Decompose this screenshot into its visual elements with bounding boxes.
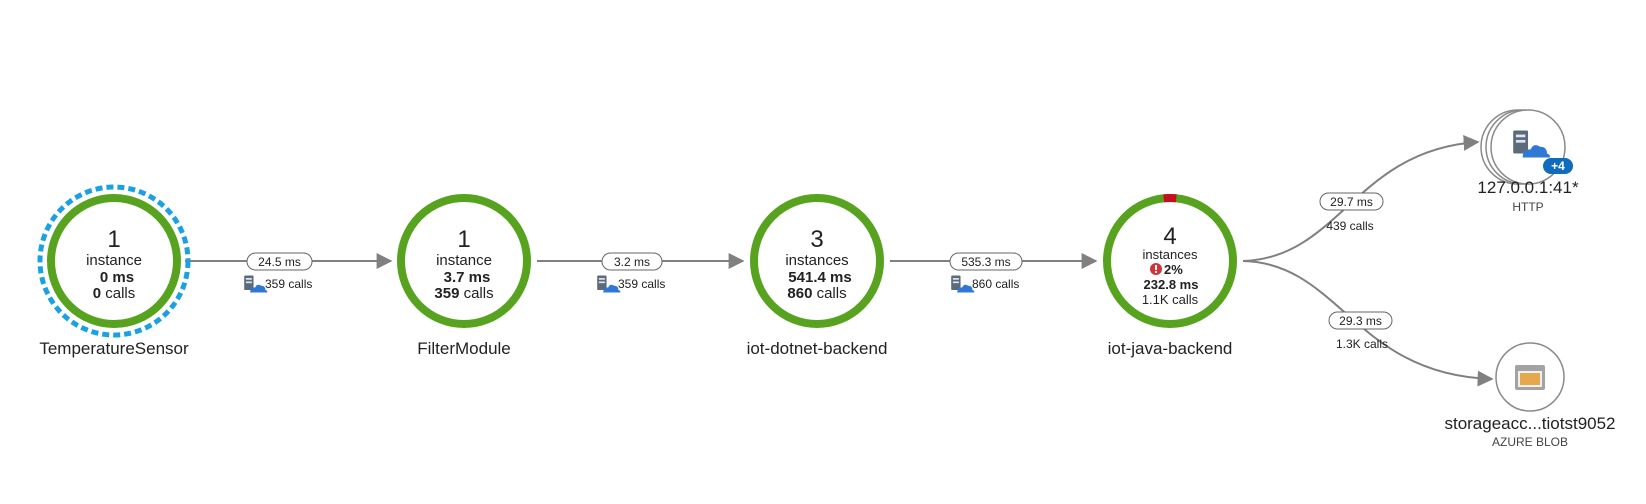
error-icon [1150, 263, 1162, 275]
edge-calls: 439 calls [1326, 219, 1373, 233]
node-name[interactable]: TemperatureSensor [39, 339, 189, 358]
node-temperature-sensor[interactable]: 1 instance 0 ms 0 calls TemperatureSenso… [37, 184, 191, 358]
node-name[interactable]: 127.0.0.1:41* [1477, 178, 1579, 197]
calls-line: 0 calls [93, 285, 136, 302]
edge-filter-to-dotnet[interactable]: 3.2 ms 359 calls [537, 252, 745, 293]
edge-calls: 860 calls [972, 277, 1019, 291]
calls-word: calls [105, 285, 135, 302]
instance-label: instance [86, 252, 142, 269]
instance-label: instance [436, 252, 492, 269]
edge-duration-pill[interactable]: 29.7 ms [1319, 192, 1384, 211]
node-filter-module[interactable]: 1 instance 3.7 ms 359 calls FilterModule [397, 194, 531, 358]
server-cloud-icon [244, 275, 268, 293]
node-blob-dependency[interactable]: storageacc...tiotst9052 AZURE BLOB [1444, 342, 1616, 449]
instance-count: 1 [457, 226, 470, 253]
node-iot-dotnet-backend[interactable]: 3 instances 541.4 ms 860 calls iot-dotne… [747, 194, 888, 358]
calls-word: calls [464, 285, 494, 302]
node-name[interactable]: iot-java-backend [1108, 339, 1233, 358]
calls-word: calls [817, 285, 847, 302]
instance-label: instances [785, 252, 848, 269]
instance-label: instances [1143, 247, 1198, 262]
edge-duration: 29.3 ms [1339, 314, 1382, 328]
edge-duration: 3.2 ms [614, 255, 650, 269]
edge-dotnet-to-java[interactable]: 535.3 ms 860 calls [890, 252, 1098, 293]
health-ring [397, 194, 531, 328]
duration: 3.7 ms [444, 269, 491, 286]
calls-count: 860 [787, 285, 812, 302]
edge-duration-pill[interactable]: 3.2 ms [601, 252, 663, 271]
edge-java-to-blob[interactable]: 29.3 ms 1.3K calls [1242, 260, 1494, 387]
duration: 232.8 ms [1144, 277, 1199, 292]
count-badge[interactable]: +4 [1543, 158, 1573, 174]
node-type: AZURE BLOB [1492, 435, 1568, 449]
storage-blob-icon [1515, 365, 1545, 390]
duration: 541.4 ms [788, 269, 851, 286]
edge-duration: 29.7 ms [1330, 195, 1373, 209]
node-type: HTTP [1512, 200, 1543, 214]
badge-count: +4 [1551, 159, 1565, 173]
edge-duration-pill[interactable]: 29.3 ms [1328, 311, 1393, 330]
node-name[interactable]: storageacc...tiotst9052 [1444, 414, 1615, 433]
edge-calls: 359 calls [618, 277, 665, 291]
server-cloud-icon [951, 275, 975, 293]
instance-count: 3 [810, 226, 823, 253]
edge-calls: 359 calls [265, 277, 312, 291]
node-name[interactable]: iot-dotnet-backend [747, 339, 888, 358]
edge-duration-pill[interactable]: 24.5 ms [246, 252, 313, 271]
server-cloud-icon [597, 275, 621, 293]
instance-count: 4 [1163, 223, 1176, 250]
calls: 1.1K calls [1142, 292, 1199, 307]
duration: 0 ms [100, 269, 134, 286]
health-ring [750, 194, 884, 328]
calls-line: 860 calls [787, 285, 846, 302]
selection-ring [37, 184, 191, 338]
calls-line: 359 calls [434, 285, 493, 302]
node-name[interactable]: FilterModule [417, 339, 511, 358]
edge-duration-pill[interactable]: 535.3 ms [949, 252, 1023, 271]
node-http-dependency[interactable]: +4 127.0.0.1:41* HTTP [1477, 109, 1579, 214]
edge-sensor-to-filter[interactable]: 24.5 ms 359 calls [185, 252, 393, 293]
calls-count: 359 [434, 285, 459, 302]
failure-rate: 2% [1164, 262, 1183, 277]
edge-calls: 1.3K calls [1336, 337, 1388, 351]
node-iot-java-backend[interactable]: 4 instances 2% 232.8 ms 1.1K calls iot-j… [1103, 193, 1237, 358]
calls-count: 0 [93, 285, 101, 302]
edge-java-to-http[interactable]: 29.7 ms 439 calls [1242, 134, 1480, 262]
health-ring [47, 194, 181, 328]
instance-count: 1 [107, 226, 120, 253]
edge-duration: 535.3 ms [961, 255, 1010, 269]
edge-duration: 24.5 ms [258, 255, 301, 269]
